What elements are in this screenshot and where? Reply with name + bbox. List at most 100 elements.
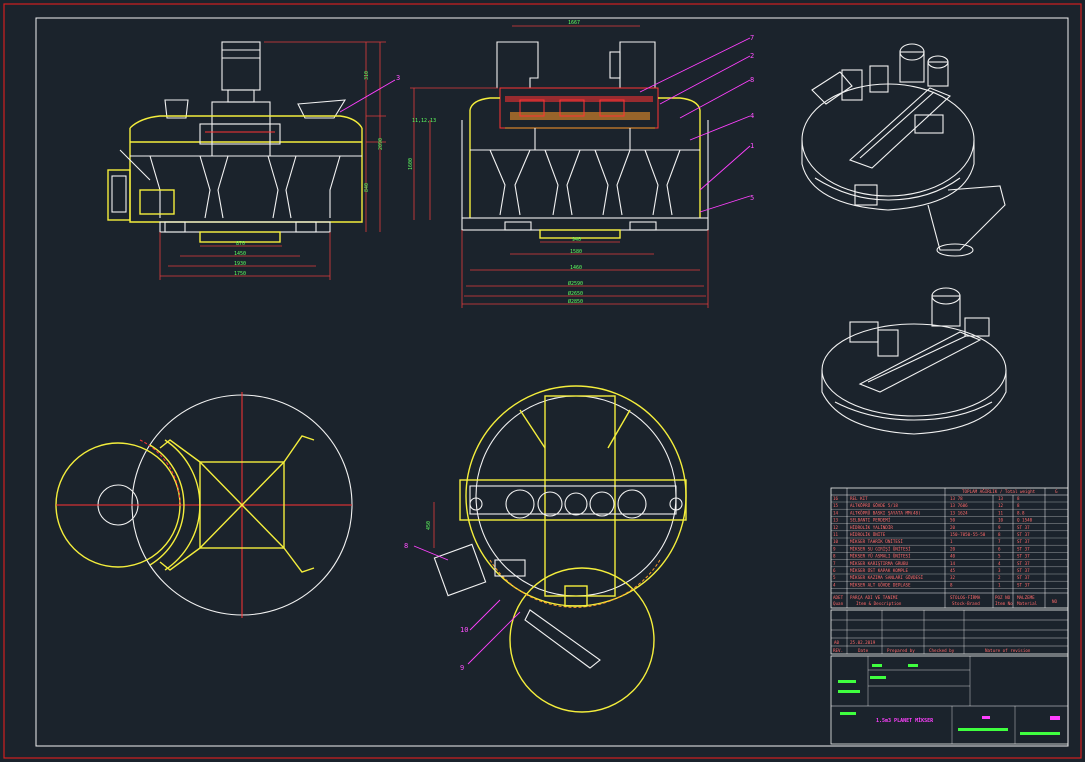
rev-date: 25.02.2019 (850, 640, 876, 645)
isometric-view-top (801, 43, 1006, 257)
front-width-dim-1: 870 (236, 241, 245, 247)
section-side-dim: 1600 (408, 158, 414, 170)
drawing-title: 1.5m3 PLANET MİKSER (876, 717, 934, 724)
nature-of-revision-label: Nature of revision (985, 648, 1031, 653)
bom-cell-mat: 8 (1017, 496, 1020, 501)
bom-cell-mat: ST 37 (1017, 561, 1030, 566)
bom-cell-code: 1 (950, 539, 953, 544)
section-width-dim-3: 1460 (570, 265, 582, 271)
bom-cell-code: 20 (950, 546, 956, 551)
outer-border (3, 3, 1082, 759)
front-view: 310 2090 840 870 1450 1930 1750 3 (107, 41, 400, 280)
bom-cell-no: 16 (833, 496, 839, 501)
bom-cell-qty: 8 (998, 532, 1001, 537)
bom-cell-qty: 9 (998, 525, 1001, 530)
bom-col-sheet: NO (1052, 599, 1058, 604)
section-side-label: 11,12,13 (412, 118, 436, 124)
section-callout-2: 2 (750, 52, 754, 60)
bom-cell-mat: ST 37 (1017, 525, 1030, 530)
bom-cell-mat: ST 37 (1017, 582, 1030, 587)
plan-callout-2: 10 (460, 626, 468, 634)
section-callout-4: 4 (750, 112, 754, 120)
bom-cell-name: MİKSER SU GIRİŞİ ÜNİTESİ (850, 546, 911, 551)
section-callout-5: 1 (750, 142, 754, 150)
bom-cell-no: 12 (833, 525, 839, 530)
section-view: 1667 11,12,13 1600 (408, 20, 754, 308)
bom-cell-name: MİKSER ALT GÖVDE DEPLASE (850, 582, 911, 587)
bom-cell-code: 40 (950, 554, 956, 559)
plan-dim: 450 (426, 521, 432, 530)
bom-col-name-en: Item & Description (856, 601, 902, 606)
front-height-dim-1: 310 (364, 71, 370, 80)
section-callout-3: 8 (750, 76, 754, 84)
bom-col-code-en: Stock-Brand (952, 601, 980, 606)
date-label: Date (858, 648, 869, 653)
bom-cell-name: MİKSER ÜST KAPAK KOMPLE (850, 568, 908, 573)
bom-cell-no: 6 (833, 568, 836, 573)
rev-number: A0 (834, 640, 840, 645)
bom-col-mat-en: Material (1017, 601, 1038, 606)
bom-cell-mat: ST 37 (1017, 575, 1030, 580)
front-height-dim-3: 840 (364, 183, 370, 192)
plan-view: 450 8 10 9 (404, 385, 687, 713)
section-callout-1: 7 (750, 34, 754, 42)
bom-cell-code: 32 (950, 575, 956, 580)
front-callout-3: 3 (396, 74, 400, 82)
bom-cell-mat: 8.8 (1017, 510, 1025, 515)
bom-cell-qty: 2 (998, 575, 1001, 580)
plan-callout-1: 8 (404, 542, 408, 550)
section-width-dim-1: 940 (572, 237, 581, 243)
bom-cell-qty: 5 (998, 554, 1001, 559)
front-height-dim-2: 2090 (378, 138, 384, 150)
plan-callout-3: 9 (460, 664, 464, 672)
bom-cell-mat: ST 37 (1017, 546, 1030, 551)
bom-cell-code: 20 (950, 525, 956, 530)
bom-col-qty-en: Item No (995, 601, 1013, 606)
section-callout-6: 5 (750, 194, 754, 202)
top-view-left (55, 392, 353, 618)
bom-cell-name: REL KIT (850, 496, 868, 501)
bom-cell-code: 45 (950, 568, 956, 573)
bom-header-code: G (1055, 489, 1058, 494)
bom-cell-code: 14 (950, 561, 956, 566)
bom-cell-code: 50 (950, 518, 956, 523)
bom-cell-code: 8 (950, 582, 953, 587)
front-width-dim-3: 1930 (234, 261, 246, 267)
bom-cell-code: 150-7050-55-50 (950, 532, 986, 537)
bom-col-no: ADET (833, 595, 844, 600)
bom-cell-name: HİDROLİK YALİNDİR (850, 525, 893, 530)
bom-cell-code: 13 1624 (950, 510, 968, 515)
bom-cell-mat: 8 (1017, 503, 1020, 508)
inner-border (35, 17, 1069, 747)
bom-cell-name: HİDROLİK ÜNİTE (850, 532, 886, 537)
bom-cell-name: SELBANTI PERDEMİ (850, 518, 891, 523)
checked-by-label: Checked by (929, 648, 955, 653)
bom-header: TOPLAM AĞIRLIK / Total weight (962, 489, 1036, 494)
bom-cell-name: ALTKÖPRÜ BASKI ŞAYATA MM(48) (850, 510, 921, 515)
bom-cell-no: 9 (833, 546, 836, 551)
bom-cell-no: 10 (833, 539, 839, 544)
bom-cell-mat: ST 37 (1017, 568, 1030, 573)
front-width-dim-2: 1450 (234, 251, 246, 257)
bom-cell-qty: 7 (998, 539, 1001, 544)
bom-cell-qty: 11 (998, 510, 1004, 515)
bom-cell-mat: ST 37 (1017, 539, 1030, 544)
bom-cell-no: 11 (833, 532, 839, 537)
bom-cell-name: ALTKÖPRÜ GÖVDE 5/18 (850, 503, 898, 508)
bom-cell-qty: 10 (998, 518, 1004, 523)
bom-cell-qty: 1 (998, 582, 1001, 587)
bom-cell-qty: 3 (998, 568, 1001, 573)
rev-label: REV. (833, 648, 843, 653)
section-width-dim-2: 1580 (570, 249, 582, 255)
bom-cell-qty: 12 (998, 503, 1004, 508)
bom-cell-no: 14 (833, 510, 839, 515)
bom-cell-no: 4 (833, 582, 836, 587)
section-width-dim-6: Ø2850 (568, 298, 583, 305)
bom-col-qty: POZ NO (995, 595, 1011, 600)
isometric-view-bottom (821, 287, 1007, 435)
bom-col-mat: MALZEME (1017, 595, 1035, 600)
section-width-dim-5: Ø2650 (568, 290, 583, 297)
bom-cell-code: 13 7606 (950, 503, 968, 508)
